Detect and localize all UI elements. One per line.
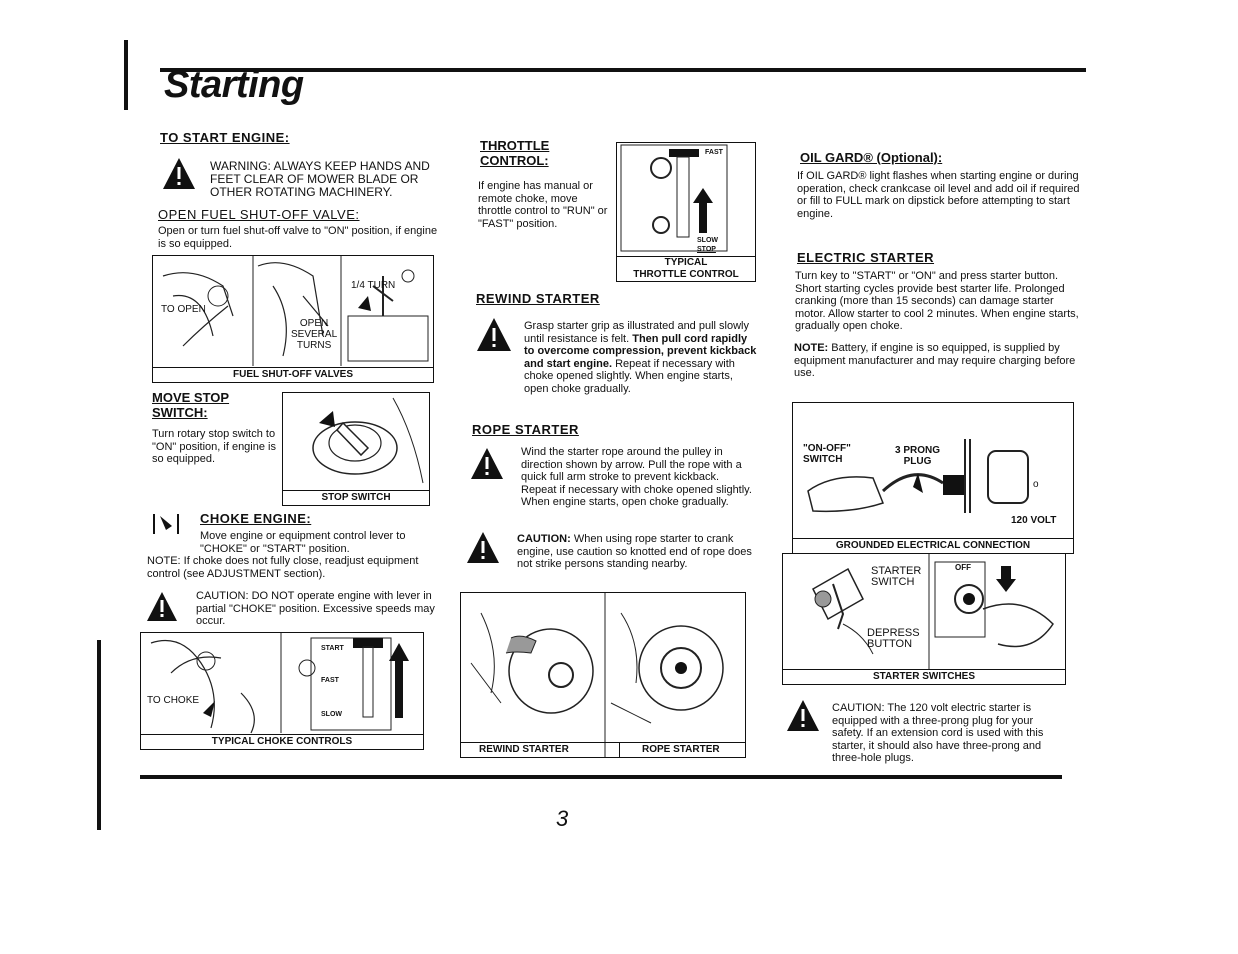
label-off: OFF [955,563,971,572]
label-open-several-turns: OPEN SEVERAL TURNS [291,318,338,351]
bottom-rule [140,775,1062,779]
label-to-open: TO OPEN [161,304,206,315]
label-starter-switch: STARTER SWITCH [871,565,922,588]
throttle-caption: TYPICAL THROTTLE CONTROL [617,256,755,281]
rope-caution: CAUTION: When using rope starter to cran… [517,533,753,571]
throttle-illustration [620,144,728,252]
label-choke-start: START [321,645,344,652]
choke-text: Move engine or equipment control lever t… [200,530,406,555]
rope-text: Wind the starter rope around the pulley … [521,446,752,508]
starter-switches-figure: STARTER SWITCH DEPRESS BUTTON OFF STARTE… [782,553,1066,685]
choke-heading: CHOKE ENGINE: [200,511,312,526]
warning-text: WARNING: ALWAYS KEEP HANDS AND FEET CLEA… [210,159,430,199]
label-throttle-slow: SLOW [697,237,718,244]
stop-switch-illustration [312,397,424,484]
caution-icon-rope [471,448,503,479]
fuel-valve-caption: FUEL SHUT-OFF VALVES [153,367,433,382]
electric-note-label: NOTE: [794,342,829,354]
rewind-text: Grasp starter grip as illustrated and pu… [524,320,758,395]
page-number: 3 [556,806,569,831]
grounded-connection-figure: "ON-OFF" SWITCH 3 PRONG PLUG o 120 VOLT … [792,402,1074,554]
fuel-valve-heading: OPEN FUEL SHUT-OFF VALVE: [158,207,360,222]
caution-icon-rope-2 [467,532,499,563]
top-rule [160,68,1086,72]
throttle-figure: FAST SLOW STOP TYPICAL THROTTLE CONTROL [616,142,756,282]
label-three-prong-plug: 3 PRONG PLUG [895,445,941,467]
stop-switch-heading: MOVE STOP SWITCH: [152,390,230,420]
starter-switches-illustration [812,554,1054,670]
grounded-connection-caption: GROUNDED ELECTRICAL CONNECTION [793,538,1073,553]
rewind-text-bold: Then pull cord rapidly to overcome compr… [524,332,757,370]
oil-gard-text: If OIL GARD® light flashes when starting… [797,170,1080,220]
rewind-text-plain: Grasp starter grip as illustrated and pu… [524,320,749,345]
electric-heading: ELECTRIC STARTER [797,250,935,265]
electric-note-text: Battery, if engine is so equipped, is su… [794,342,1076,379]
caution-icon-choke [147,592,177,621]
choke-controls-illustration [150,633,409,734]
label-choke-fast: FAST [321,677,339,684]
stop-switch-caption: STOP SWITCH [283,490,429,505]
choke-symbol-icon [153,514,179,534]
choke-controls-figure: TO CHOKE START FAST SLOW TYPICAL CHOKE C… [140,632,424,750]
label-o: o [1033,479,1039,490]
electric-caution: CAUTION: The 120 volt electric starter i… [832,702,1044,764]
rope-caution-label: CAUTION: [517,533,571,545]
throttle-text: If engine has manual or remote choke, mo… [478,180,608,230]
label-throttle-fast: FAST [705,149,723,156]
stop-switch-figure: STOP SWITCH [282,392,430,506]
page-title: Starting [164,64,304,106]
caution-icon-electric [787,700,819,731]
to-start-engine-heading: TO START ENGINE: [160,130,290,145]
caution-icon-rewind [477,318,511,351]
left-margin-bar [124,40,128,110]
label-to-choke: TO CHOKE [147,695,200,706]
rope-caution-text: When using rope starter to crank engine,… [517,533,752,570]
fuel-valve-figure: TO OPEN OPEN SEVERAL TURNS 1/4 TURN FUEL… [152,255,434,383]
starter-captions: REWIND STARTER ROPE STARTER [461,742,745,757]
starter-figures: REWIND STARTER ROPE STARTER [460,592,746,758]
label-on-off-switch: "ON-OFF" SWITCH [803,443,851,465]
grounded-connection-illustration [807,439,1029,513]
fuel-valve-illustration [162,256,429,366]
electric-note: NOTE: Battery, if engine is so equipped,… [794,342,1080,380]
warning-icon [163,158,195,189]
choke-caution: CAUTION: DO NOT operate engine with leve… [196,590,435,627]
throttle-heading: THROTTLE CONTROL: [480,138,550,168]
left-margin-bar-lower [97,640,101,830]
rewind-heading: REWIND STARTER [476,291,600,306]
electric-text: Turn key to "START" or "ON" and press st… [795,270,1079,332]
stop-switch-text: Turn rotary stop switch to "ON" position… [152,428,276,465]
oil-gard-heading: OIL GARD® (Optional): [800,150,943,165]
label-depress-button: DEPRESS BUTTON [867,627,920,650]
label-quarter-turn: 1/4 TURN [351,280,396,291]
rope-starter-caption: ROPE STARTER [642,744,720,755]
label-120-volt: 120 VOLT [1011,515,1057,526]
label-choke-slow: SLOW [321,711,342,718]
rewind-text-plain2: Repeat if necessary with choke opened sl… [524,357,735,395]
choke-note: NOTE: If choke does not fully close, rea… [147,555,419,580]
rewind-starter-caption: REWIND STARTER [461,743,620,757]
label-throttle-stop: STOP [697,246,716,253]
fuel-valve-text: Open or turn fuel shut-off valve to "ON"… [158,225,438,250]
starter-switches-caption: STARTER SWITCHES [783,669,1065,684]
choke-controls-caption: TYPICAL CHOKE CONTROLS [141,734,423,749]
rewind-rope-illustration [470,593,724,757]
rope-heading: ROPE STARTER [472,422,579,437]
